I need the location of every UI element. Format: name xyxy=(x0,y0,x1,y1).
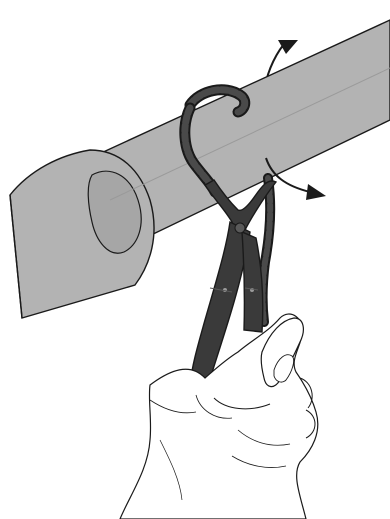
chain-cutter-diagram xyxy=(0,0,390,519)
illustration-canvas xyxy=(0,0,390,519)
